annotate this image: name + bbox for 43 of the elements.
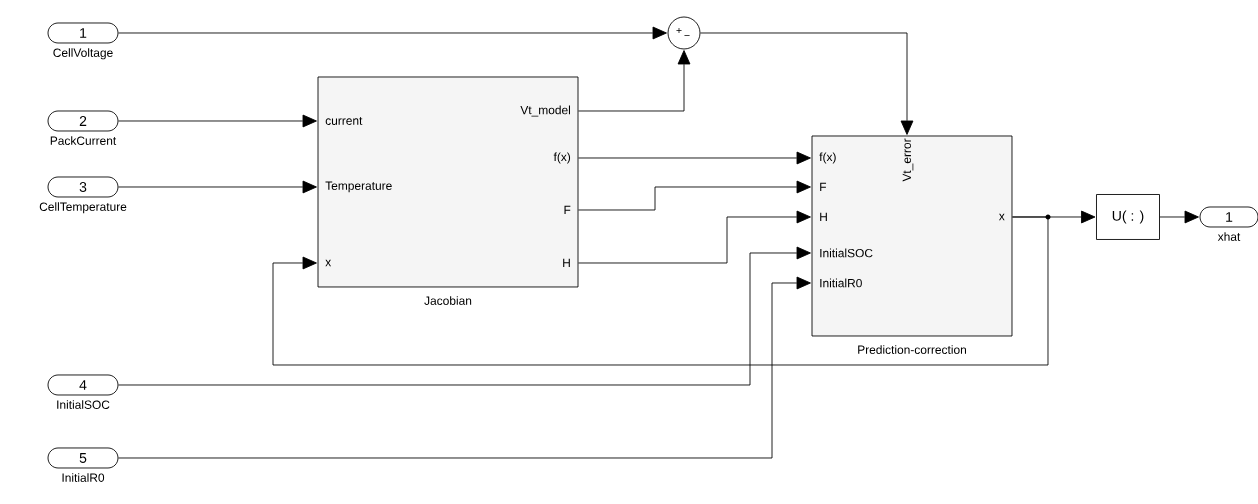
signal-line bbox=[1159, 210, 1199, 224]
port-terminal: 1 bbox=[47, 22, 119, 44]
port-label: Vt_model bbox=[520, 105, 570, 117]
port-label: x bbox=[325, 259, 332, 267]
port-label: Temperature bbox=[325, 181, 392, 193]
port-terminal: 5 bbox=[47, 447, 119, 469]
signal-line bbox=[118, 180, 317, 194]
signal-line bbox=[578, 151, 811, 165]
signal-line bbox=[700, 32, 914, 135]
block-name: Jacobian bbox=[424, 296, 472, 305]
signal-line bbox=[578, 180, 811, 211]
function-block: U( : ) bbox=[1096, 194, 1160, 240]
port-label: H bbox=[820, 212, 827, 222]
port-label: F bbox=[564, 205, 571, 215]
port-label: Vt_error bbox=[902, 138, 914, 182]
signal-line bbox=[118, 276, 811, 459]
port-name: CellTemperature bbox=[39, 202, 127, 214]
port-label: x bbox=[998, 213, 1005, 221]
sign-label: + bbox=[676, 27, 682, 34]
signal-line bbox=[118, 246, 811, 386]
port-label: f(x) bbox=[553, 152, 571, 164]
port-label: F bbox=[820, 182, 827, 192]
port-name: InitialR0 bbox=[62, 473, 105, 482]
port-label: InitialSOC bbox=[820, 248, 873, 258]
port-label: H bbox=[563, 258, 570, 268]
signal-line bbox=[118, 114, 317, 128]
signal-line bbox=[118, 26, 667, 40]
port-terminal: 4 bbox=[47, 374, 119, 396]
port-terminal: 2 bbox=[47, 110, 119, 132]
port-label: current bbox=[325, 117, 363, 125]
port-label: InitialR0 bbox=[820, 278, 862, 288]
port-name: xhat bbox=[1217, 232, 1241, 241]
block-name: Prediction-correction bbox=[858, 345, 966, 354]
sign-label: − bbox=[684, 35, 690, 36]
port-label: f(x) bbox=[819, 152, 836, 164]
port-name: PackCurrent bbox=[50, 136, 117, 145]
signal-line bbox=[578, 50, 691, 112]
port-terminal: 3 bbox=[47, 176, 119, 198]
port-terminal: 1 bbox=[1199, 206, 1258, 228]
signal-line bbox=[272, 216, 1049, 366]
port-name: CellVoltage bbox=[53, 48, 113, 60]
port-name: InitialSOC bbox=[57, 400, 110, 409]
signal-line bbox=[578, 210, 811, 264]
